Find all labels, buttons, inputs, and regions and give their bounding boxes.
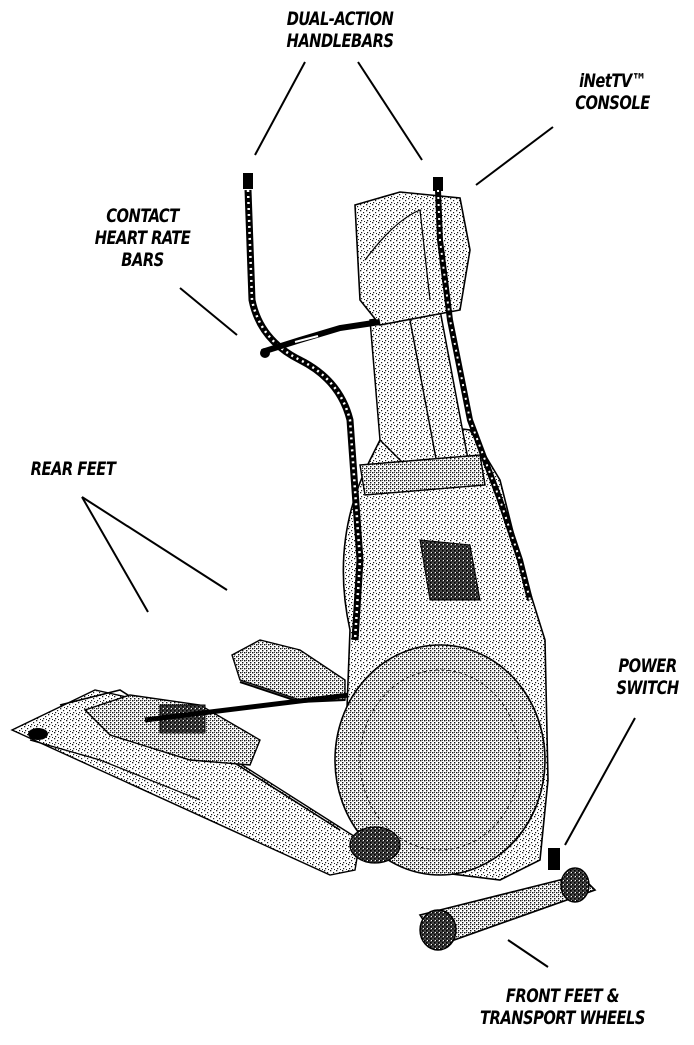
label-line: CONTACT <box>72 205 214 227</box>
label-line: FRONT FEET & <box>470 985 655 1007</box>
heart-rate-bars-shape <box>260 322 380 358</box>
transport-wheel-left <box>420 910 456 950</box>
leader-console <box>476 127 553 185</box>
leader-rear-feet-1 <box>82 497 227 590</box>
leader-heart-rate <box>180 288 237 335</box>
power-switch-shape <box>548 848 560 870</box>
label-inettv-console: iNetTV™ CONSOLE <box>554 70 670 114</box>
label-line: TRANSPORT WHEELS <box>470 1007 655 1029</box>
label-line: REAR FEET <box>17 458 129 480</box>
leader-front-feet <box>508 940 548 967</box>
rear-foot-cap <box>28 728 48 740</box>
console-body <box>355 192 470 325</box>
transport-wheel-right <box>561 868 589 902</box>
label-rear-feet: REAR FEET <box>17 458 129 480</box>
label-line: HANDLEBARS <box>263 30 418 52</box>
label-line: POWER <box>611 655 684 677</box>
label-dual-action-handlebars: DUAL-ACTION HANDLEBARS <box>263 8 418 52</box>
label-line: BARS <box>72 249 214 271</box>
leader-power-switch <box>565 718 635 845</box>
label-front-feet-transport-wheels: FRONT FEET & TRANSPORT WHEELS <box>470 985 655 1029</box>
leader-handlebars-right <box>358 62 422 160</box>
pedal-right <box>232 640 345 702</box>
leader-handlebars-left <box>255 62 305 155</box>
label-power-switch: POWER SWITCH <box>611 655 684 699</box>
label-line: HEART RATE <box>72 227 214 249</box>
label-contact-heart-rate-bars: CONTACT HEART RATE BARS <box>72 205 214 271</box>
leader-rear-feet-2 <box>82 497 148 612</box>
label-line: iNetTV™ <box>554 70 670 92</box>
label-line: SWITCH <box>611 677 684 699</box>
label-line: DUAL-ACTION <box>263 8 418 30</box>
label-line: CONSOLE <box>554 92 670 114</box>
